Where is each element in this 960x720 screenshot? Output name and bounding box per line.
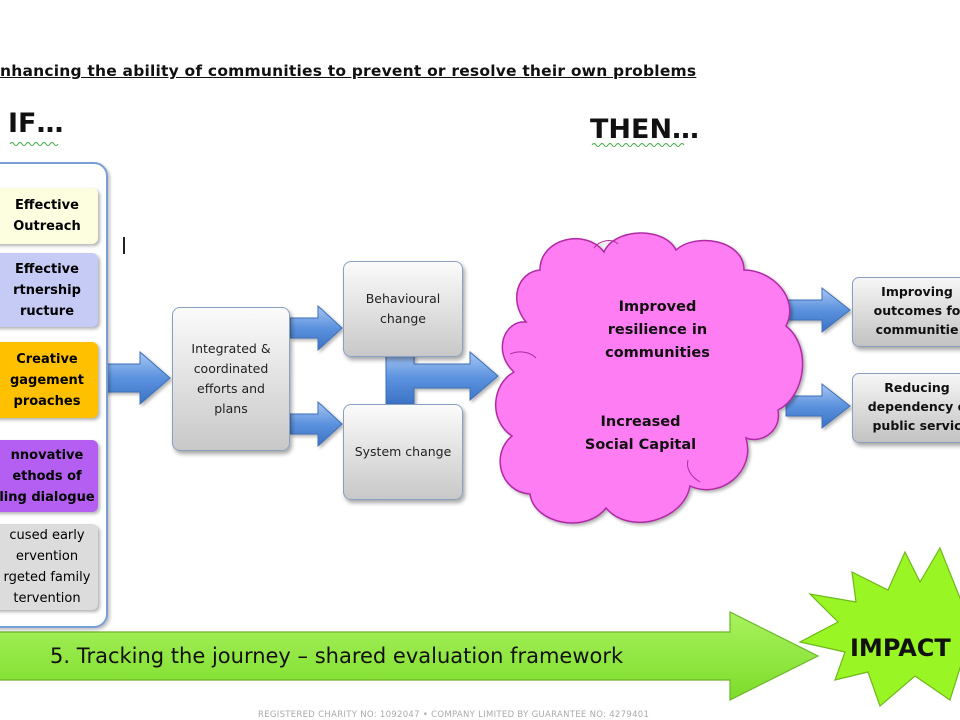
journey-label: 5. Tracking the journey – shared evaluat… (50, 644, 624, 668)
arrow-to-outcome-1 (785, 286, 851, 334)
impact-label: IMPACT (850, 634, 951, 662)
arrow-if-to-integrated (103, 350, 171, 406)
if-box-dialogue: nnovative ethods of ling dialogue (0, 440, 98, 512)
if-box-intervention-label: cused early ervention rgeted family terv… (3, 528, 91, 606)
cloud-text-resilience: Improved resilience in communities (605, 299, 710, 361)
if-heading: IF… (8, 108, 64, 139)
if-box-partnership-label: Effective rtnership ructure (13, 261, 81, 319)
behavioural-change-box: Behavioural change (343, 261, 463, 357)
spellcheck-squiggle-if (9, 142, 59, 146)
outcome-box-reducing: Reducing dependency o public servic (852, 373, 960, 443)
page-title: nhancing the ability of communities to p… (0, 62, 697, 80)
arrow-merge-to-cloud (385, 350, 499, 405)
then-heading: THEN… (590, 114, 700, 145)
text-cursor (123, 237, 125, 254)
impact-burst (798, 546, 960, 708)
outcome-cloud (495, 232, 804, 524)
if-box-dialogue-label: nnovative ethods of ling dialogue (0, 447, 95, 505)
journey-arrow (0, 611, 820, 701)
outcome-box-improving: Improving outcomes fo communitie (852, 277, 960, 347)
spellcheck-squiggle-then (591, 143, 685, 147)
if-box-engagement: Creative gagement proaches (0, 342, 98, 418)
cloud-text-social-capital: Increased Social Capital (584, 414, 697, 453)
if-box-outreach-label: Effective Outreach (13, 198, 81, 234)
integrated-efforts-box: Integrated & coordinated efforts and pla… (172, 307, 290, 451)
arrow-to-system (289, 400, 343, 448)
arrow-to-behavioural (289, 304, 343, 352)
system-change-box: System change (343, 404, 463, 500)
if-box-partnership: Effective rtnership ructure (0, 253, 98, 327)
if-box-engagement-label: Creative gagement proaches (9, 351, 85, 409)
footer-registration: REGISTERED CHARITY NO: 1092047 • COMPANY… (258, 710, 650, 720)
arrow-to-outcome-2 (785, 382, 851, 430)
if-box-intervention: cused early ervention rgeted family terv… (0, 524, 98, 610)
if-box-outreach: Effective Outreach (0, 188, 98, 244)
